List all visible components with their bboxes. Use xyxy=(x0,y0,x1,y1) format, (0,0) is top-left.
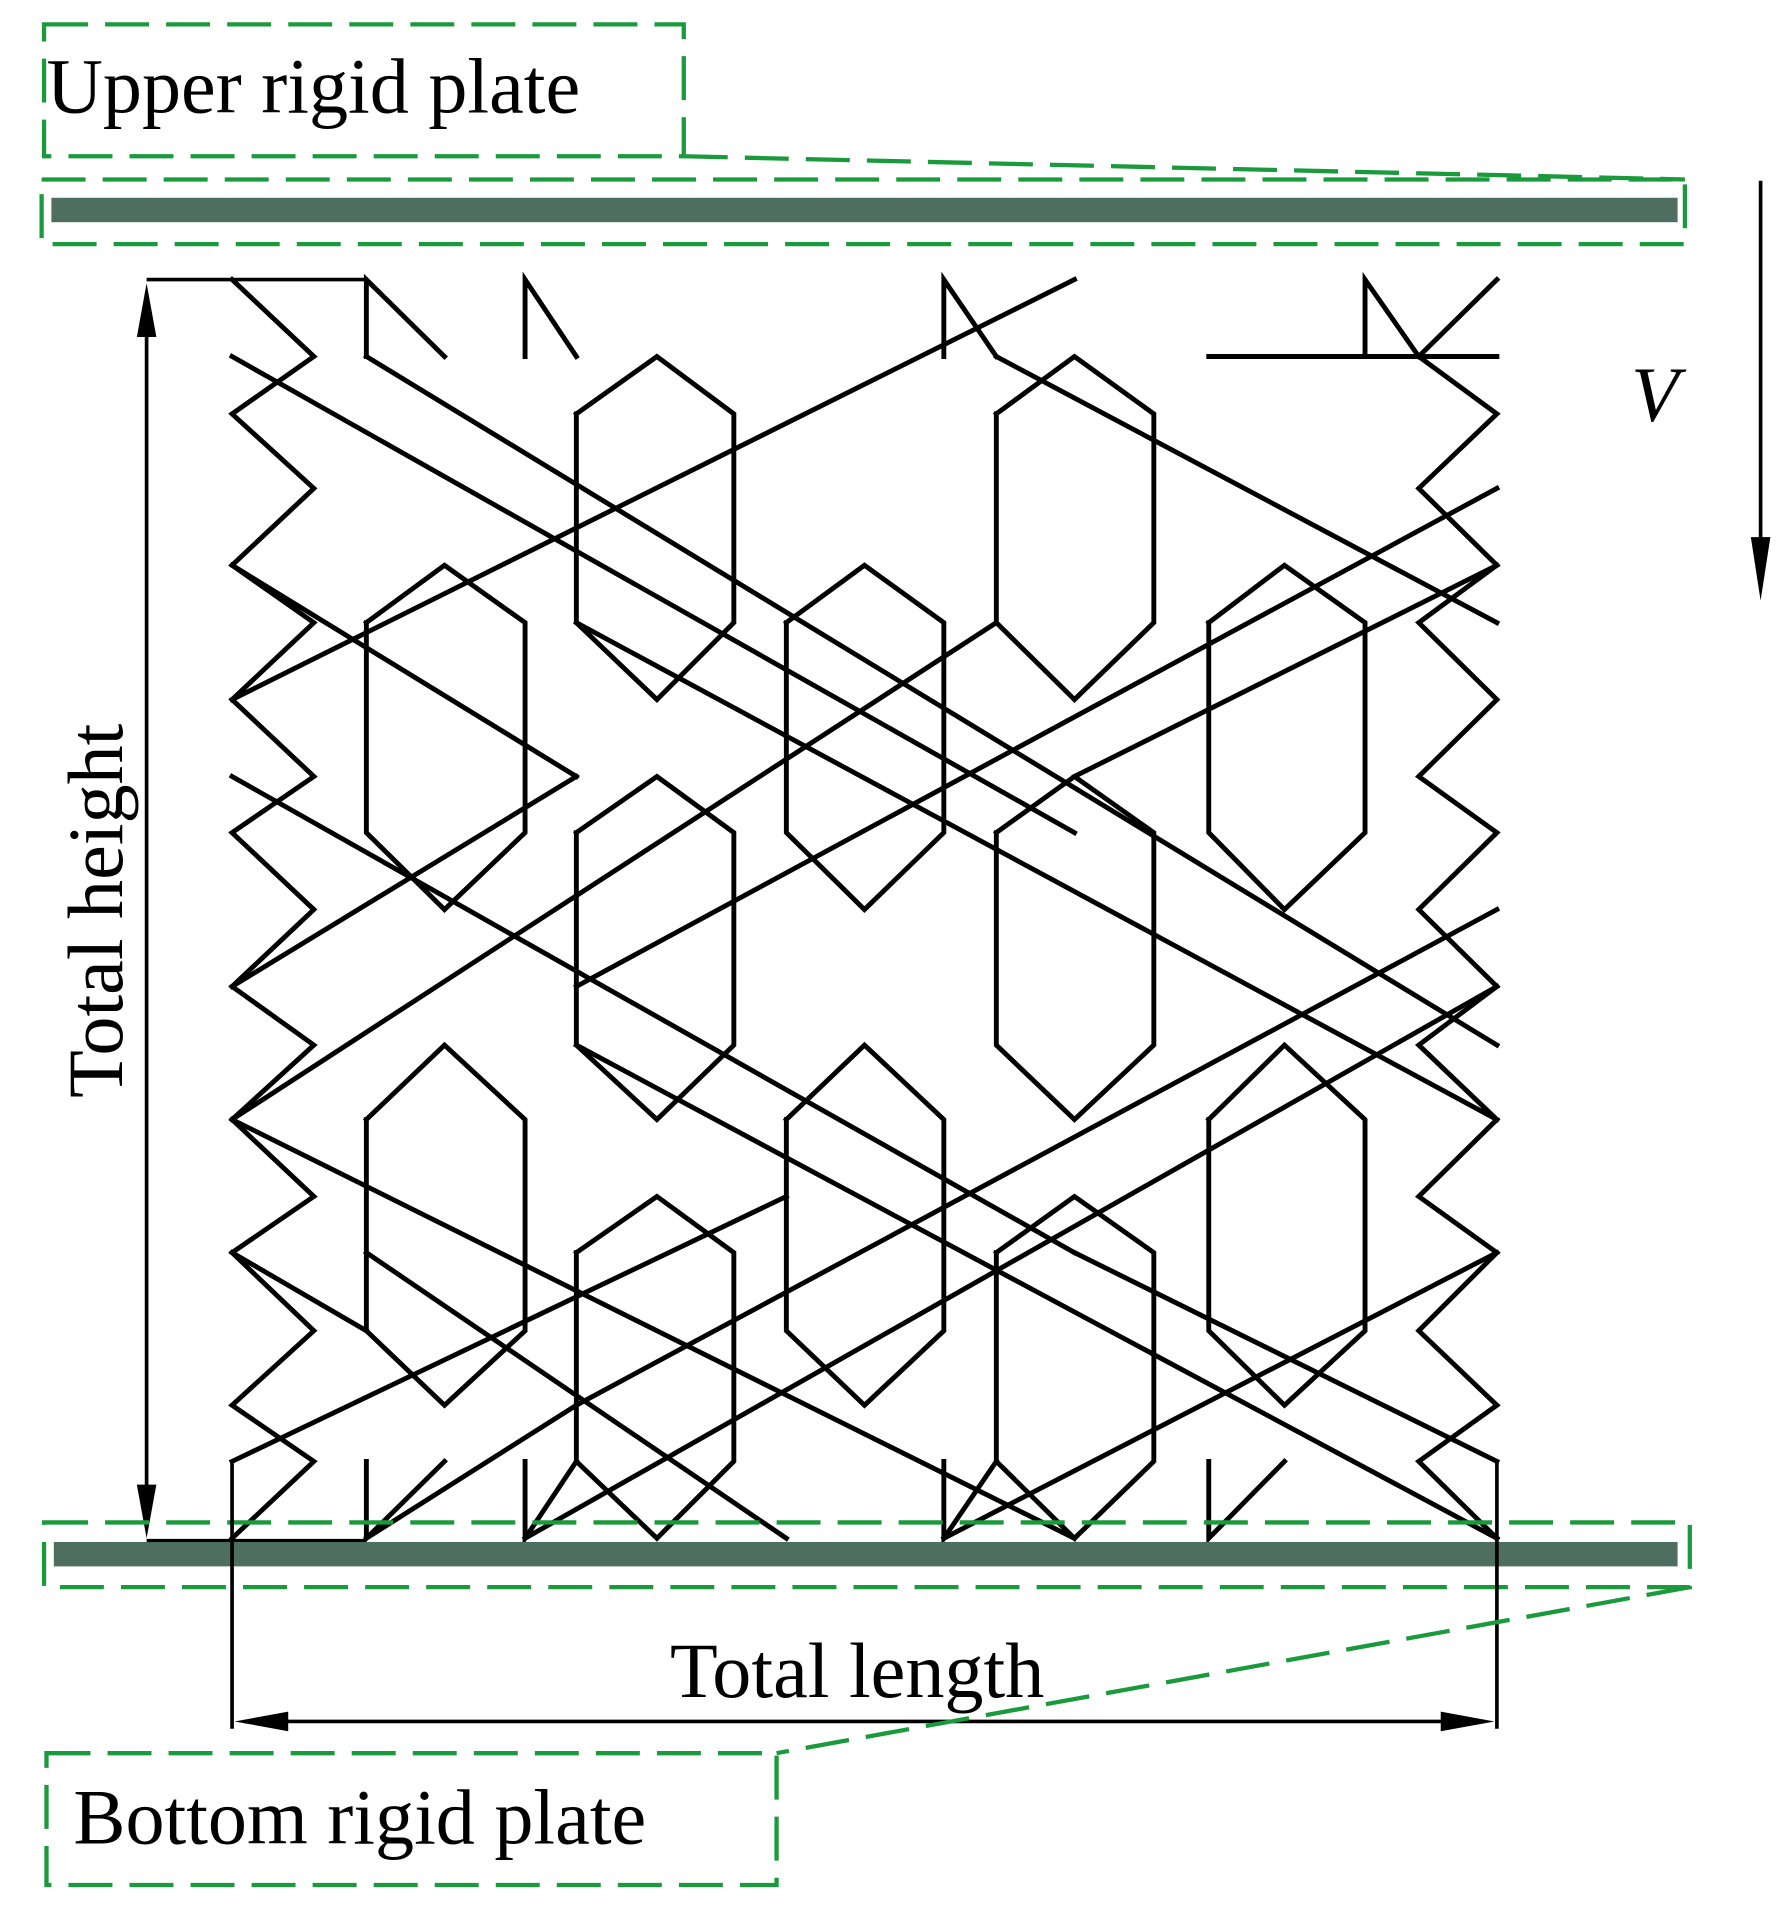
height-dimension xyxy=(144,277,367,1543)
lattice-strut xyxy=(522,1458,580,1547)
total-length-label: Total length xyxy=(670,1627,1044,1714)
lattice-strut xyxy=(228,276,1078,703)
lattice-strut xyxy=(572,353,737,703)
lattice-strut xyxy=(573,906,1501,1409)
lattice-strut xyxy=(362,562,528,913)
lattice-strut xyxy=(992,1193,1157,1542)
lattice-strut xyxy=(1205,562,1368,913)
upper-plate-callout-box xyxy=(41,22,686,159)
lattice-strut xyxy=(1206,1457,1288,1545)
lattice-strut xyxy=(228,619,1000,1123)
bottom-rigid-plate xyxy=(53,1541,1678,1567)
upper-rigid-plate xyxy=(51,197,1678,223)
lattice-strut xyxy=(228,1116,1078,1542)
length-arrow-left xyxy=(234,1711,289,1732)
lattice-strut xyxy=(572,773,737,1123)
velocity-label: V xyxy=(1631,351,1687,438)
lattice-strut xyxy=(573,619,1501,1123)
lattice-strut xyxy=(362,1401,580,1542)
upper-plate-frame xyxy=(39,177,1688,247)
bottom-plate-label: Bottom rigid plate xyxy=(73,1774,646,1861)
lattice-strut xyxy=(228,353,1078,836)
upper-plate-label: Upper rigid plate xyxy=(46,42,580,129)
lattice-strut xyxy=(782,562,947,913)
lattice-strut xyxy=(228,773,1078,1256)
lattice-strut xyxy=(1071,1249,1501,1465)
lattice-strut xyxy=(992,353,1157,703)
height-arrow-bottom xyxy=(136,1484,157,1539)
lattice-strut xyxy=(228,773,580,990)
length-arrow-right xyxy=(1440,1711,1495,1732)
lattice-strut xyxy=(1414,276,1501,1542)
bottom-callout-leader xyxy=(776,1585,1691,1756)
velocity-arrowhead xyxy=(1750,537,1771,601)
lattice-strut xyxy=(363,273,448,360)
lattice-strut xyxy=(1362,271,1423,360)
lattice-strut xyxy=(362,1249,790,1542)
length-dimension xyxy=(230,1462,1499,1729)
lattice-strut xyxy=(521,983,1501,1542)
lattice-strut xyxy=(941,271,1000,360)
lattice-strut xyxy=(228,561,580,780)
total-height-label: Total height xyxy=(52,723,139,1098)
lattice-strut xyxy=(1071,561,1501,780)
lattice-strut xyxy=(228,276,318,1542)
lattice-strut xyxy=(228,1193,790,1465)
lattice-strut xyxy=(782,1041,947,1409)
lattice-structure xyxy=(228,271,1501,1547)
lattice-strut xyxy=(228,1249,370,1335)
lattice-strut xyxy=(992,773,1157,1123)
lattice-strut xyxy=(941,1457,1000,1547)
bottom-plate-callout-box xyxy=(44,1751,779,1888)
lattice-strut xyxy=(940,1249,1501,1542)
lattice-strut xyxy=(363,353,1501,1049)
height-arrow-top xyxy=(136,283,157,337)
lattice-strut xyxy=(1205,1041,1368,1409)
lattice-strut xyxy=(522,271,580,360)
lattice-strut xyxy=(363,1457,448,1545)
upper-callout-leader xyxy=(683,154,1685,182)
lattice-strut xyxy=(993,353,1501,626)
lattice-strut xyxy=(573,1041,1501,1542)
lattice-strut xyxy=(573,485,1501,990)
bottom-plate-frame xyxy=(41,1520,1692,1590)
